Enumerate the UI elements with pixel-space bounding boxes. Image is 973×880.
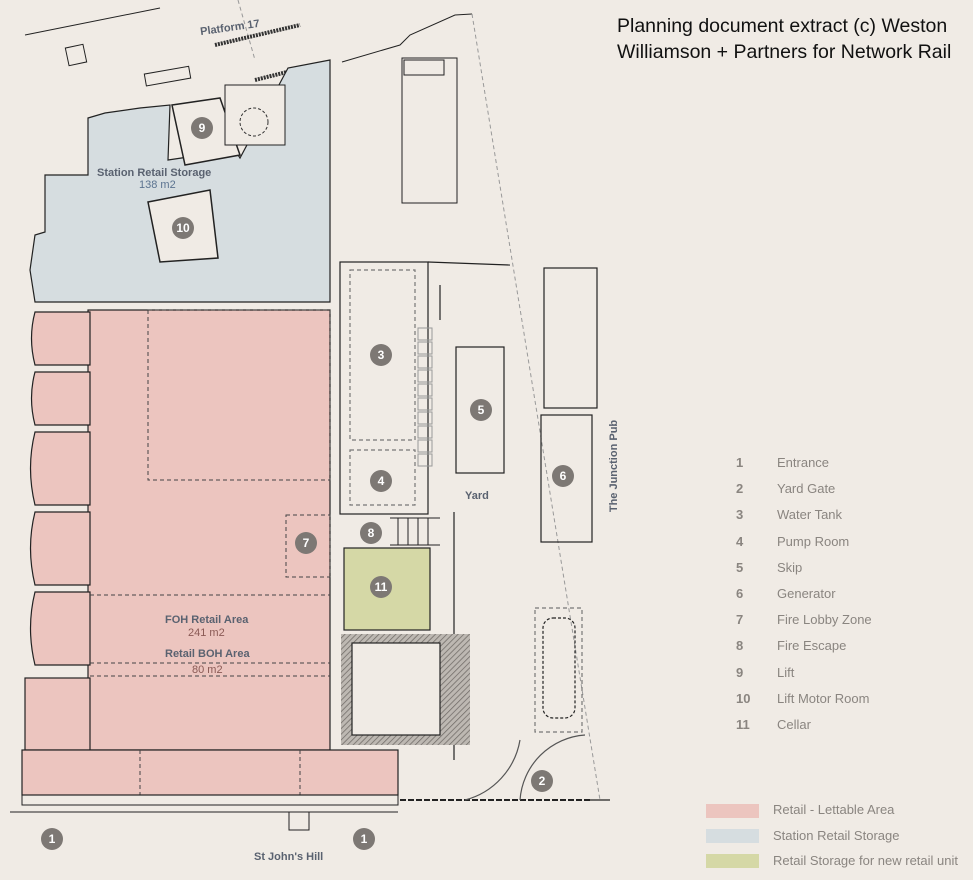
key-num: 10 [736,691,751,706]
marker-7: 7 [295,532,317,554]
key-num: 4 [736,534,744,549]
marker-3: 3 [370,344,392,366]
legend-swatch-new-unit [706,854,759,868]
station-retail-storage-area [29,59,331,303]
storage-label: Station Retail Storage [97,167,212,179]
key-label: Water Tank [777,507,843,522]
key-num: 11 [736,717,750,732]
key-num: 5 [736,560,744,575]
key-num: 6 [736,586,744,601]
marker-5: 5 [470,399,492,421]
foh-label: FOH Retail Area [165,614,249,626]
key-num: 3 [736,507,744,522]
legend-swatch-storage [706,829,759,843]
legend-label: Retail - Lettable Area [773,802,895,817]
key-label: Cellar [777,717,811,732]
marker-11: 11 [370,576,392,598]
legend-label: Retail Storage for new retail unit [773,853,958,868]
title-line-2: Williamson + Partners for Network Rail [617,41,952,63]
key-label: Lift Motor Room [777,691,870,706]
boh-label: Retail BOH Area [165,648,250,660]
retail-lettable-area [21,309,399,796]
key-num: 2 [736,481,744,496]
marker-2: 2 [531,770,553,792]
marker-10: 10 [172,217,194,239]
legend-label: Station Retail Storage [773,828,900,843]
key-num: 9 [736,665,744,680]
marker-1-left: 1 [41,828,63,850]
key-label: Entrance [777,455,830,470]
key-label: Lift [777,665,795,680]
key-num: 7 [736,612,744,627]
storage-area-label: 138 m2 [139,179,176,191]
boh-area-label: 80 m2 [192,664,223,676]
street-label: St John's Hill [254,851,324,863]
yard-label: Yard [465,490,489,502]
foh-area-label: 241 m2 [188,627,225,639]
marker-8: 8 [360,522,382,544]
key-label: Generator [777,586,836,601]
title-line-1: Planning document extract (c) Weston [617,15,948,37]
key-num: 8 [736,638,744,653]
pub-label: The Junction Pub [608,419,621,513]
document-title: Planning document extract (c) Weston Wil… [617,13,951,65]
marker-6: 6 [552,465,574,487]
key-num: 1 [736,455,744,470]
marker-1-right: 1 [353,828,375,850]
key-label: Pump Room [777,534,850,549]
marker-9: 9 [191,117,213,139]
key-label: Skip [777,560,803,575]
legend-swatch-retail [706,804,759,818]
key-label: Fire Escape [777,638,847,653]
marker-4: 4 [370,470,392,492]
key-label: Fire Lobby Zone [777,612,872,627]
key-label: Yard Gate [777,481,836,496]
